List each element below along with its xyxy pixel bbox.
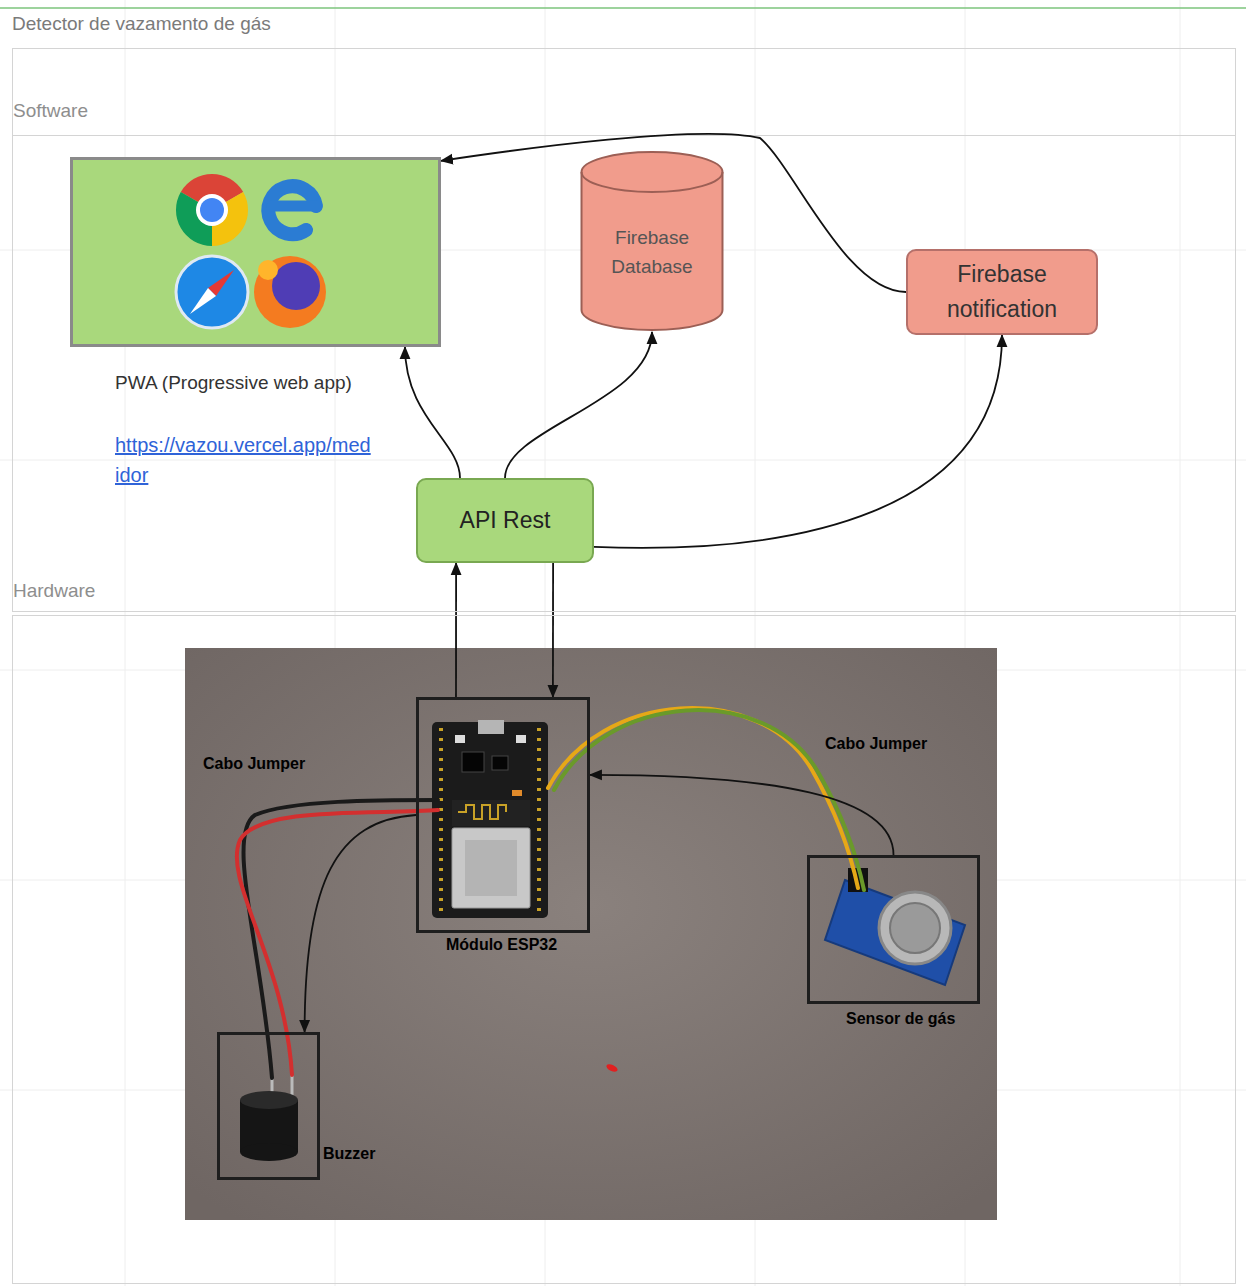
node-label: Firebase notification [922, 257, 1082, 327]
node-label: Firebase Database [596, 223, 708, 281]
connector-arrow [505, 332, 652, 478]
diagram-title: Detector de vazamento de gás [12, 13, 271, 35]
node-label: Buzzer [323, 1145, 375, 1163]
database-cylinder: Firebase Database [580, 150, 724, 332]
edge-icon [268, 186, 316, 234]
hardware-photo [185, 648, 997, 1220]
chrome-icon [176, 174, 248, 246]
software-inner-frame [13, 136, 1236, 612]
esp32-board [432, 720, 548, 918]
cylinder-lip [582, 172, 723, 192]
connector-arrow [594, 335, 1002, 548]
node-label: Sensor de gás [846, 1010, 955, 1028]
wire-label: Cabo Jumper [203, 755, 305, 773]
safari-icon [176, 256, 248, 328]
top-accent-line [0, 7, 1246, 9]
node-label: API Rest [460, 507, 551, 534]
node-label: Módulo ESP32 [446, 936, 557, 954]
software-band: SoftwarePWA (Progressive web app)https:/… [12, 48, 1236, 612]
node-label: Software [13, 100, 88, 122]
buzzer-frame: Buzzer [217, 1032, 320, 1180]
notification-box: Firebase notification [906, 249, 1098, 335]
hardware-band: HardwareMódulo ESP32Sensor de gásBuzzer [12, 615, 1236, 1284]
red-mark [605, 1063, 618, 1074]
node-link: https://vazou.vercel.app/medidor [115, 430, 373, 490]
firefox-icon [254, 256, 326, 328]
gas-sensor-module [825, 868, 965, 985]
connector-arrow [305, 815, 416, 1032]
cylinder-body [582, 152, 723, 330]
pwa-box: PWA (Progressive web app)https://vazou.v… [70, 157, 441, 347]
connector-arrow [552, 563, 554, 697]
buzzer-component [240, 1075, 298, 1161]
jumper-wires [237, 708, 864, 1078]
api-box: API Rest [416, 478, 594, 563]
connector-arrow [590, 775, 894, 855]
connector-arrow [455, 563, 457, 697]
node-label: PWA (Progressive web app) [115, 372, 352, 394]
connector-arrow [405, 347, 460, 478]
wire-label: Cabo Jumper [825, 735, 927, 753]
node-label: Hardware [13, 580, 95, 602]
esp32-frame: Módulo ESP32 [416, 697, 590, 933]
sensor-frame: Sensor de gás [807, 855, 980, 1004]
pwa-fill [70, 157, 441, 347]
